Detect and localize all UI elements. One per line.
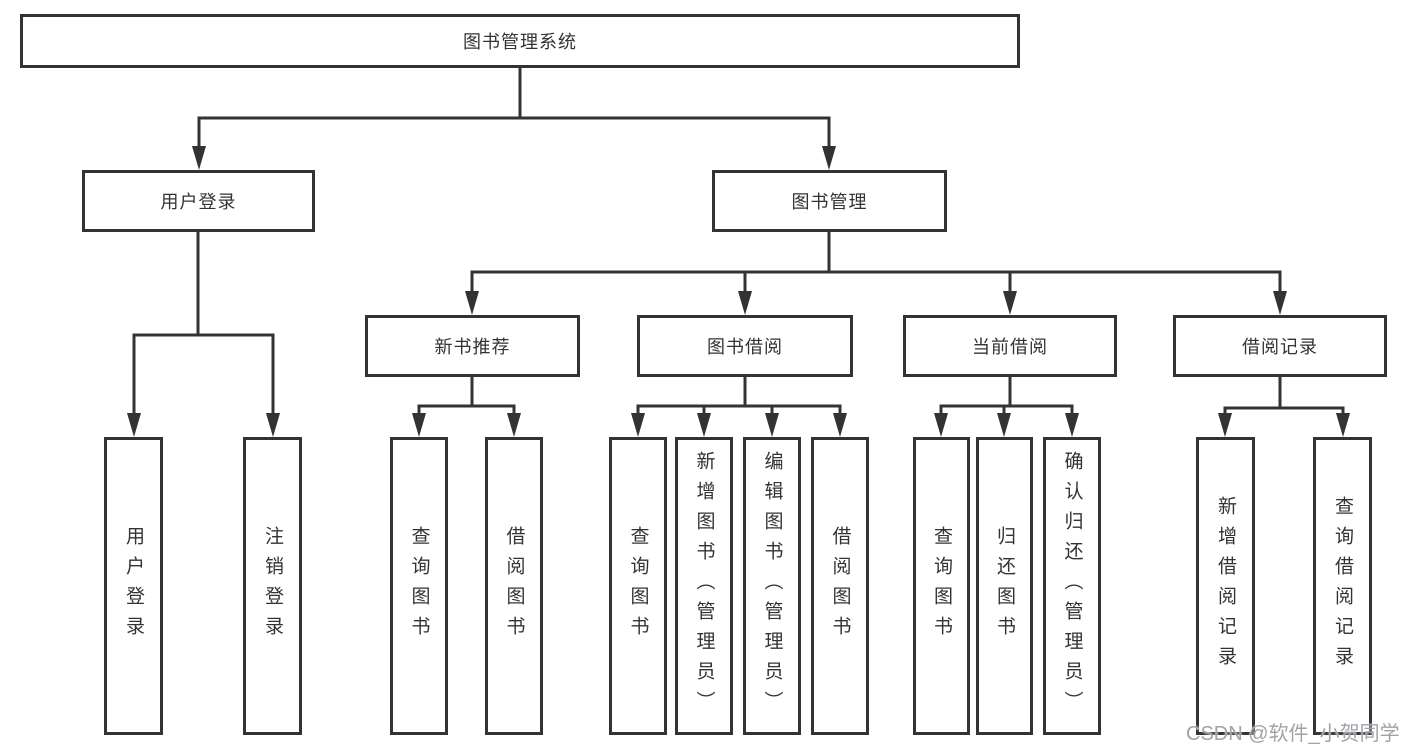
node-current-borrow: 当前借阅 — [903, 315, 1117, 377]
node-new-book-recommend: 新书推荐 — [365, 315, 580, 377]
leaf-logout: 注销登录 — [243, 437, 302, 735]
node-root: 图书管理系统 — [20, 14, 1020, 68]
leaf-borrow-book: 借阅图书 — [811, 437, 869, 735]
leaf-return-book: 归还图书 — [976, 437, 1033, 735]
csdn-watermark: CSDN @软件_小贺同学 — [1186, 723, 1400, 745]
leaf-borrow-book-recommend: 借阅图书 — [485, 437, 543, 735]
leaf-add-book-admin: 新增图书（管理员） — [675, 437, 733, 735]
node-user-login: 用户登录 — [82, 170, 315, 232]
node-borrow-record: 借阅记录 — [1173, 315, 1387, 377]
node-book-borrow: 图书借阅 — [637, 315, 853, 377]
leaf-query-borrow-record: 查询借阅记录 — [1313, 437, 1372, 735]
leaf-edit-book-admin: 编辑图书（管理员） — [743, 437, 801, 735]
node-book-management: 图书管理 — [712, 170, 947, 232]
leaf-query-book-recommend: 查询图书 — [390, 437, 448, 735]
leaf-query-book-borrow: 查询图书 — [609, 437, 667, 735]
leaf-query-book-current: 查询图书 — [913, 437, 970, 735]
leaf-confirm-return-admin: 确认归还（管理员） — [1043, 437, 1101, 735]
leaf-user-login: 用户登录 — [104, 437, 163, 735]
leaf-add-borrow-record: 新增借阅记录 — [1196, 437, 1255, 735]
